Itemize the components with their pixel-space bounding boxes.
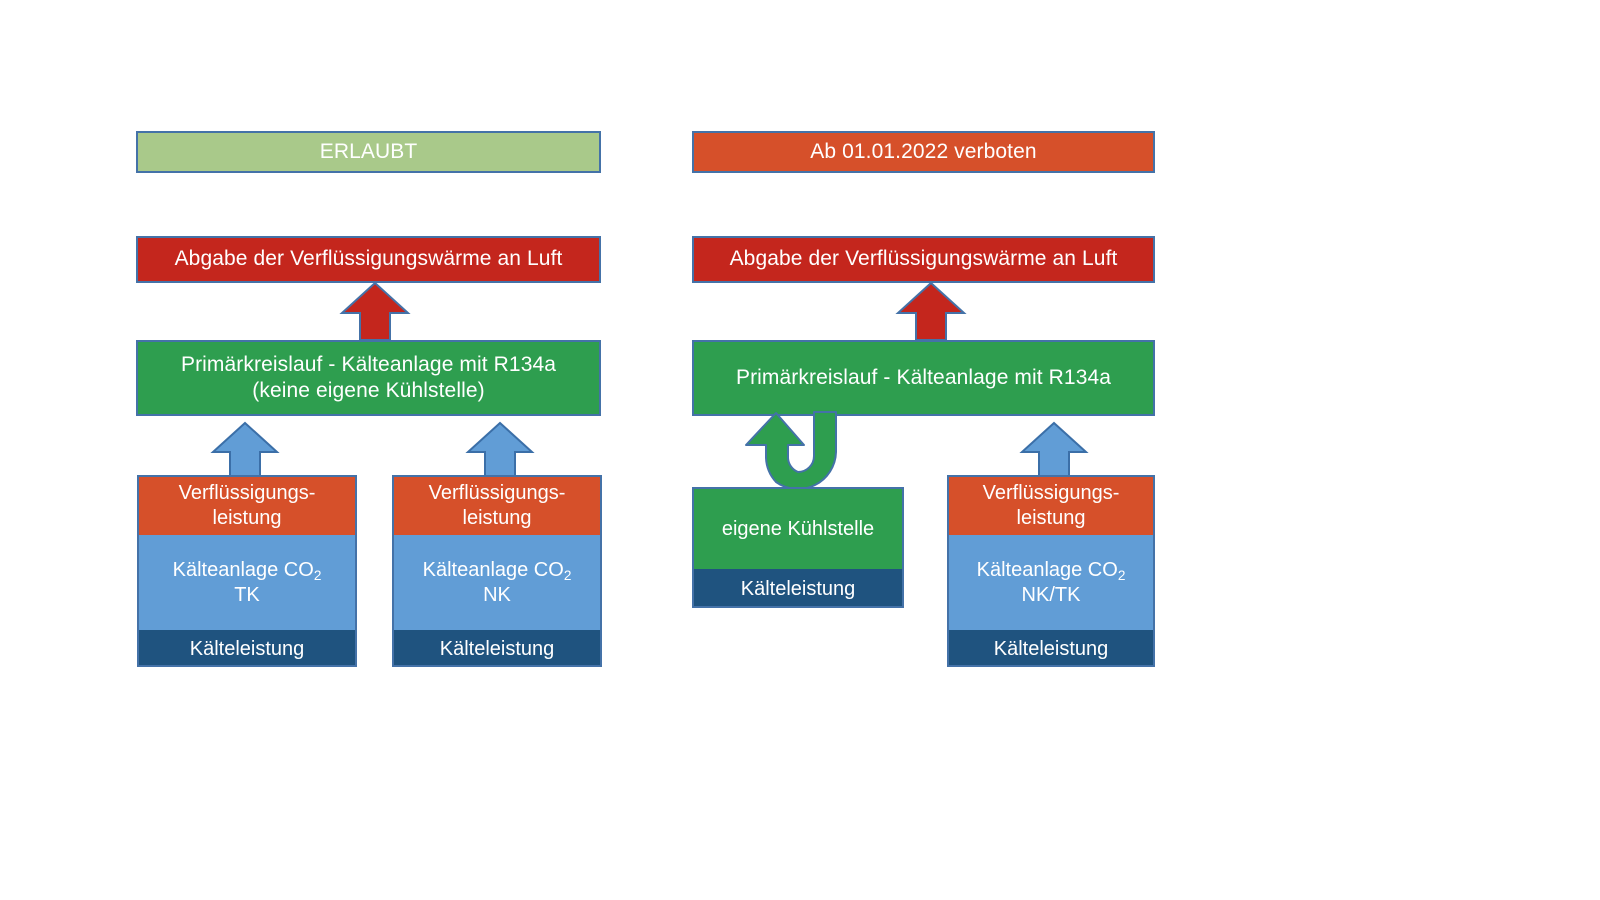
left-primary-circuit-line1: Primärkreislauf - Kälteanlage mit R134a	[180, 352, 557, 376]
right-own-cooling-point-label: eigene Kühlstelle	[694, 489, 902, 569]
right-panel-header: Ab 01.01.2022 verboten	[692, 131, 1155, 173]
red-up-arrow-right	[895, 281, 967, 341]
right-stack-1-plant-band: Kälteanlage CO2 NK/TK	[949, 535, 1153, 630]
left-stack-1-plant-subscript: 2	[313, 567, 322, 583]
left-stack-2-plant-line2: NK	[483, 583, 511, 606]
left-stack-2-condenser-line1: Verflüssigungs-	[428, 482, 566, 504]
left-stack-1-plant-band: Kälteanlage CO2 TK	[139, 535, 355, 630]
red-up-arrow-left	[339, 281, 411, 341]
green-u-turn-arrow	[745, 411, 837, 491]
blue-up-arrow-right-stack-1	[1019, 421, 1089, 477]
left-stack-1-plant-line1: Kälteanlage CO2	[173, 558, 322, 583]
blue-up-arrow-left-stack-2	[465, 421, 535, 477]
right-stack-1-condenser-line2: leistung	[1016, 507, 1086, 529]
left-stack-2-plant-line1: Kälteanlage CO2	[423, 558, 572, 583]
left-primary-circuit-line2: (keine eigene Kühlstelle)	[252, 379, 485, 402]
right-stack-1-plant-text: Kälteanlage CO	[976, 558, 1118, 581]
right-own-cooling-point-stack: eigene Kühlstelle Kälteleistung	[692, 487, 904, 608]
left-stack-1-condenser-line1: Verflüssigungs-	[178, 482, 316, 504]
right-stack-1-plant-line2: NK/TK	[1021, 583, 1081, 606]
right-stack-1: Verflüssigungs- leistung Kälteanlage CO2…	[947, 475, 1155, 667]
left-stack-2: Verflüssigungs- leistung Kälteanlage CO2…	[392, 475, 602, 667]
right-stack-1-cooling-band: Kälteleistung	[949, 630, 1153, 665]
right-stack-1-condenser-band: Verflüssigungs- leistung	[949, 477, 1153, 535]
right-primary-circuit-box: Primärkreislauf - Kälteanlage mit R134a	[692, 340, 1155, 416]
right-own-cooling-point-cooling-band: Kälteleistung	[694, 569, 902, 606]
left-stack-2-plant-text: Kälteanlage CO	[422, 558, 564, 581]
left-stack-2-plant-band: Kälteanlage CO2 NK	[394, 535, 600, 630]
left-panel-header: ERLAUBT	[136, 131, 601, 173]
left-heat-rejection-box: Abgabe der Verflüssigungswärme an Luft	[136, 236, 601, 283]
right-stack-1-plant-line1: Kälteanlage CO2	[977, 558, 1126, 583]
left-stack-2-cooling-band: Kälteleistung	[394, 630, 600, 665]
left-stack-1: Verflüssigungs- leistung Kälteanlage CO2…	[137, 475, 357, 667]
left-stack-1-plant-text: Kälteanlage CO	[172, 558, 314, 581]
left-stack-1-condenser-line2: leistung	[212, 507, 282, 529]
left-stack-2-plant-subscript: 2	[563, 567, 572, 583]
left-primary-circuit-box: Primärkreislauf - Kälteanlage mit R134a …	[136, 340, 601, 416]
right-stack-1-plant-subscript: 2	[1117, 567, 1126, 583]
left-stack-1-cooling-band: Kälteleistung	[139, 630, 355, 665]
left-stack-2-condenser-band: Verflüssigungs- leistung	[394, 477, 600, 535]
right-heat-rejection-box: Abgabe der Verflüssigungswärme an Luft	[692, 236, 1155, 283]
right-stack-1-condenser-line1: Verflüssigungs-	[982, 482, 1120, 504]
blue-up-arrow-left-stack-1	[210, 421, 280, 477]
left-stack-1-condenser-band: Verflüssigungs- leistung	[139, 477, 355, 535]
left-stack-1-plant-line2: TK	[234, 583, 260, 606]
left-stack-2-condenser-line2: leistung	[462, 507, 532, 529]
